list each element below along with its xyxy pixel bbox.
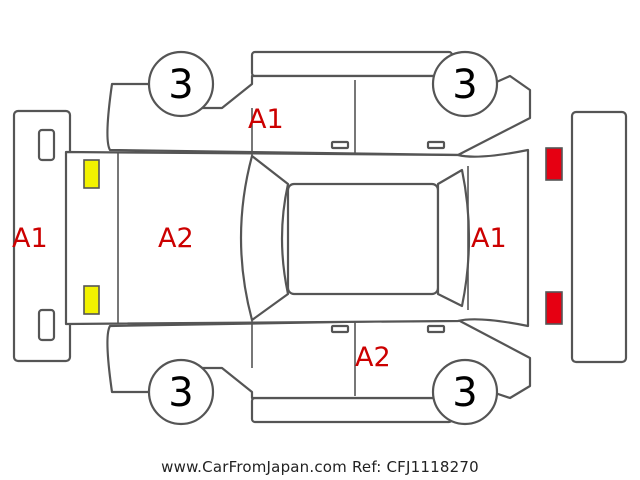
wheel-rear-right: 3 [431,358,499,426]
label-rear: A1 [471,223,507,254]
label-roof-front: A1 [248,104,284,135]
wheel-rear-right-score: 3 [452,370,477,416]
wheel-front-left: 3 [147,50,215,118]
rear-bumper [570,110,628,364]
rear-lamp-upper [545,147,563,181]
wheel-front-right: 3 [147,358,215,426]
wheel-rear-left-score: 3 [452,62,477,108]
bottom-side-strip [250,396,454,424]
label-lower-door: A2 [355,342,391,373]
label-front-bumper: A1 [12,223,48,254]
wheel-front-left-score: 3 [168,62,193,108]
rear-lamp-lower [545,291,563,325]
top-side-strip [250,50,454,78]
front-lamp-lower [83,285,100,315]
front-lamp-upper [83,159,100,189]
car-body-top [64,108,530,368]
wheel-front-right-score: 3 [168,370,193,416]
reference-footer: www.CarFromJapan.com Ref: CFJ1118270 [161,458,479,476]
wheel-rear-left: 3 [431,50,499,118]
label-hood: A2 [158,223,194,254]
